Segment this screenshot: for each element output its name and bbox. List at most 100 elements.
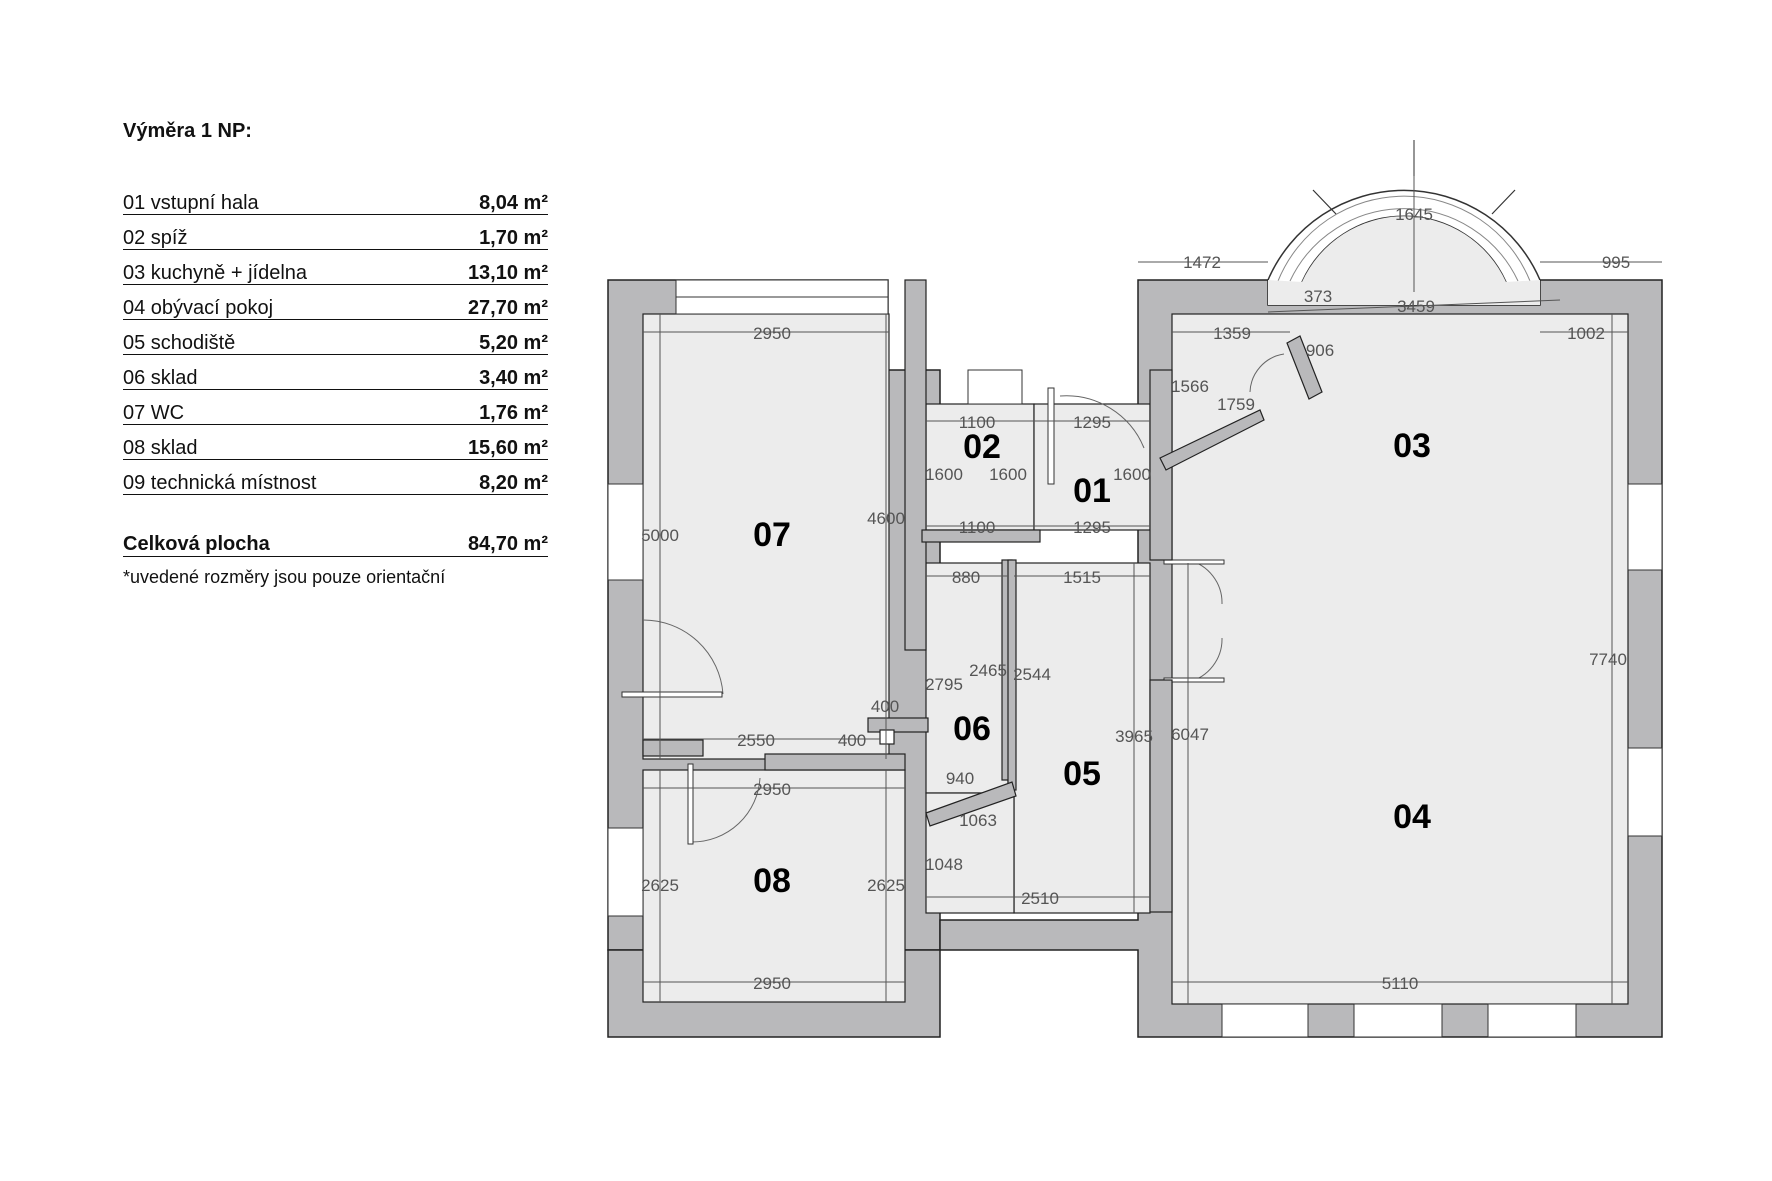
dim-label: 1359 bbox=[1213, 324, 1251, 343]
dim-label: 880 bbox=[952, 568, 980, 587]
dim-label: 400 bbox=[871, 697, 899, 716]
room-label-03: 03 bbox=[1393, 427, 1431, 465]
dim-label: 5110 bbox=[1382, 974, 1419, 993]
dim-label: 2625 bbox=[867, 876, 905, 895]
window-west-07 bbox=[607, 483, 644, 581]
dim-label: 1600 bbox=[925, 465, 963, 484]
room-area: 1,76 m² bbox=[479, 402, 548, 424]
interior-walls bbox=[642, 279, 1323, 913]
room-name: 05 schodiště bbox=[123, 332, 236, 354]
dim-label: 1645 bbox=[1395, 205, 1433, 224]
window-west-08 bbox=[607, 827, 644, 917]
room-name: 04 obývací pokoj bbox=[123, 297, 274, 319]
windows bbox=[607, 279, 1663, 1038]
dim-label: 1295 bbox=[1073, 413, 1111, 432]
room-label-07: 07 bbox=[753, 516, 791, 554]
room-name: 01 vstupní hala bbox=[123, 192, 259, 214]
window-south-3 bbox=[1487, 1003, 1577, 1038]
room-label-08: 08 bbox=[753, 862, 791, 900]
room-name: 08 sklad bbox=[123, 437, 198, 459]
window-south-2 bbox=[1353, 1003, 1443, 1038]
dim-label: 2950 bbox=[753, 780, 791, 799]
dim-label: 2465 bbox=[969, 661, 1007, 680]
floors bbox=[642, 313, 1629, 1005]
dim-label: 2510 bbox=[1021, 889, 1059, 908]
dim-label: 373 bbox=[1304, 287, 1332, 306]
room-area: 15,60 m² bbox=[467, 437, 548, 459]
wall-06-diag bbox=[925, 781, 1017, 827]
room-name: 07 WC bbox=[123, 402, 185, 424]
legend-note: *uvedené rozměry jsou pouze orientační bbox=[123, 567, 446, 587]
door-swing-01 bbox=[1059, 395, 1145, 449]
wall-07-east bbox=[904, 279, 927, 651]
wall-03-diag bbox=[1159, 409, 1265, 471]
dim-label: 1600 bbox=[1113, 465, 1151, 484]
room-name: 09 technická místnost bbox=[123, 472, 317, 494]
wall-05-east bbox=[1149, 679, 1173, 913]
legend-title: Výměra 1 NP: bbox=[123, 120, 252, 142]
dim-label: 1566 bbox=[1171, 377, 1209, 396]
legend-row: 01 vstupní hala 8,04 m² bbox=[123, 181, 548, 215]
dimension-lines bbox=[643, 140, 1662, 1004]
wall-07-08-b bbox=[764, 753, 906, 771]
dim-label: 1472 bbox=[1183, 253, 1221, 272]
floor-03-04 bbox=[1171, 313, 1629, 1005]
wall-02-south bbox=[921, 529, 1041, 543]
total-label: Celková plocha bbox=[123, 533, 270, 555]
legend-row: 09 technická místnost 8,20 m² bbox=[123, 461, 548, 495]
window-north-02 bbox=[967, 369, 1023, 405]
room-label-01: 01 bbox=[1073, 472, 1111, 510]
dim-label: 1600 bbox=[989, 465, 1027, 484]
room-label-06: 06 bbox=[953, 710, 991, 748]
wall-stub bbox=[867, 717, 929, 733]
room-labels: 07 02 01 03 06 05 04 08 bbox=[753, 427, 1431, 900]
legend-row: 08 sklad 15,60 m² bbox=[123, 426, 548, 460]
legend-row: 02 spíž 1,70 m² bbox=[123, 216, 548, 250]
dim-label: 6047 bbox=[1171, 725, 1209, 744]
room-area: 8,20 m² bbox=[479, 472, 548, 494]
dim-label: 7740 bbox=[1589, 650, 1627, 669]
room-area: 5,20 m² bbox=[479, 332, 548, 354]
dim-label: 995 bbox=[1602, 253, 1630, 272]
window-east-2 bbox=[1627, 747, 1663, 837]
dim-label: 3459 bbox=[1397, 297, 1435, 316]
floor-08 bbox=[642, 769, 906, 1003]
legend-row: 03 kuchyně + jídelna 13,10 m² bbox=[123, 251, 548, 285]
dim-label: 1759 bbox=[1217, 395, 1255, 414]
door-swing-08 bbox=[691, 777, 761, 843]
dim-label: 4600 bbox=[867, 509, 905, 528]
wall-03-bay-post bbox=[1286, 335, 1323, 400]
room-name: 02 spíž bbox=[123, 227, 188, 249]
room-area: 3,40 m² bbox=[479, 367, 548, 389]
dim-label: 1100 bbox=[959, 413, 996, 432]
window-south-1 bbox=[1221, 1003, 1309, 1038]
dim-label: 400 bbox=[838, 731, 866, 750]
room-area: 8,04 m² bbox=[479, 192, 548, 214]
dim-label: 2795 bbox=[925, 675, 963, 694]
dim-label: 1002 bbox=[1567, 324, 1605, 343]
dim-label: 906 bbox=[1306, 341, 1334, 360]
legend-row: 06 sklad 3,40 m² bbox=[123, 356, 548, 390]
door-swing-07 bbox=[642, 619, 724, 695]
room-area: 1,70 m² bbox=[479, 227, 548, 249]
room-name: 03 kuchyně + jídelna bbox=[123, 262, 308, 284]
room-label-04: 04 bbox=[1393, 798, 1431, 836]
legend-row: 05 schodiště 5,20 m² bbox=[123, 321, 548, 355]
window-east-1 bbox=[1627, 483, 1663, 571]
room-area: 27,70 m² bbox=[467, 297, 548, 319]
legend-row: 07 WC 1,76 m² bbox=[123, 391, 548, 425]
room-label-05: 05 bbox=[1063, 755, 1101, 793]
dim-label: 940 bbox=[946, 769, 974, 788]
dim-label: 1295 bbox=[1073, 518, 1111, 537]
room-name: 06 sklad bbox=[123, 367, 198, 389]
dim-label: 2625 bbox=[641, 876, 679, 895]
dim-label: 2544 bbox=[1013, 665, 1051, 684]
room-area: 13,10 m² bbox=[467, 262, 548, 284]
dimension-labels: 2950 5000 4600 2550 400 400 2950 2625 26… bbox=[641, 205, 1630, 993]
floor-05 bbox=[1013, 562, 1151, 914]
column bbox=[879, 729, 895, 745]
legend-row: 04 obývací pokoj 27,70 m² bbox=[123, 286, 548, 320]
room-label-02: 02 bbox=[963, 428, 1001, 466]
dim-label: 2950 bbox=[753, 324, 791, 343]
